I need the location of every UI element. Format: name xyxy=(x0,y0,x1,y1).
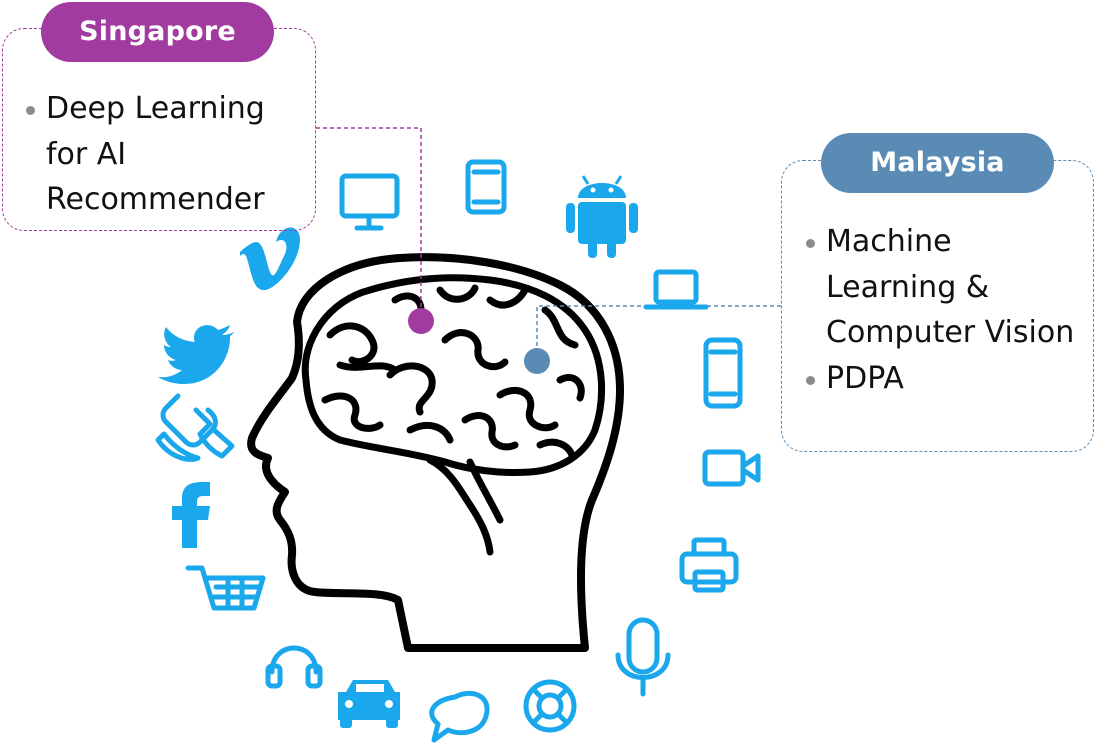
malaysia-bullet-list: Machine Learning & Computer Vision PDPA xyxy=(806,219,1086,402)
singapore-bullet-text: Deep Learning for AI Recommender xyxy=(46,91,265,217)
bullet-dot-icon xyxy=(806,239,815,248)
vimeo-icon xyxy=(240,227,300,291)
brain-drawing xyxy=(301,274,605,556)
android-icon xyxy=(566,175,638,258)
malaysia-bullet-text: PDPA xyxy=(826,360,904,396)
singapore-label: Singapore xyxy=(41,2,274,62)
laptop-icon xyxy=(643,269,709,310)
microphone-icon xyxy=(615,617,671,697)
video-camera-icon xyxy=(702,449,761,487)
singapore-bullet-item: Deep Learning for AI Recommender xyxy=(26,86,296,223)
phone-icon xyxy=(155,393,235,462)
shopping-cart-icon xyxy=(185,565,266,611)
smartphone-icon xyxy=(703,337,743,409)
tablet-icon xyxy=(465,159,507,215)
printer-icon xyxy=(679,537,739,593)
car-icon xyxy=(338,680,400,728)
facebook-icon xyxy=(172,482,210,548)
singapore-marker xyxy=(408,308,434,334)
singapore-connector xyxy=(316,127,422,320)
malaysia-bullet-item: Machine Learning & Computer Vision xyxy=(806,219,1086,356)
malaysia-bullet-item: PDPA xyxy=(806,356,1086,402)
chat-bubble-icon xyxy=(429,690,490,743)
head-outline xyxy=(247,253,624,652)
singapore-bullet-list: Deep Learning for AI Recommender xyxy=(26,86,296,223)
malaysia-bullet-text: Machine Learning & Computer Vision xyxy=(826,224,1075,350)
bullet-dot-icon xyxy=(26,106,35,115)
lifebuoy-icon xyxy=(523,679,577,733)
malaysia-marker xyxy=(524,348,550,374)
malaysia-connector xyxy=(536,305,781,360)
bullet-dot-icon xyxy=(806,375,815,385)
monitor-icon xyxy=(339,173,400,231)
malaysia-label: Malaysia xyxy=(821,133,1054,193)
twitter-icon xyxy=(158,325,235,384)
headphones-icon xyxy=(265,645,323,689)
